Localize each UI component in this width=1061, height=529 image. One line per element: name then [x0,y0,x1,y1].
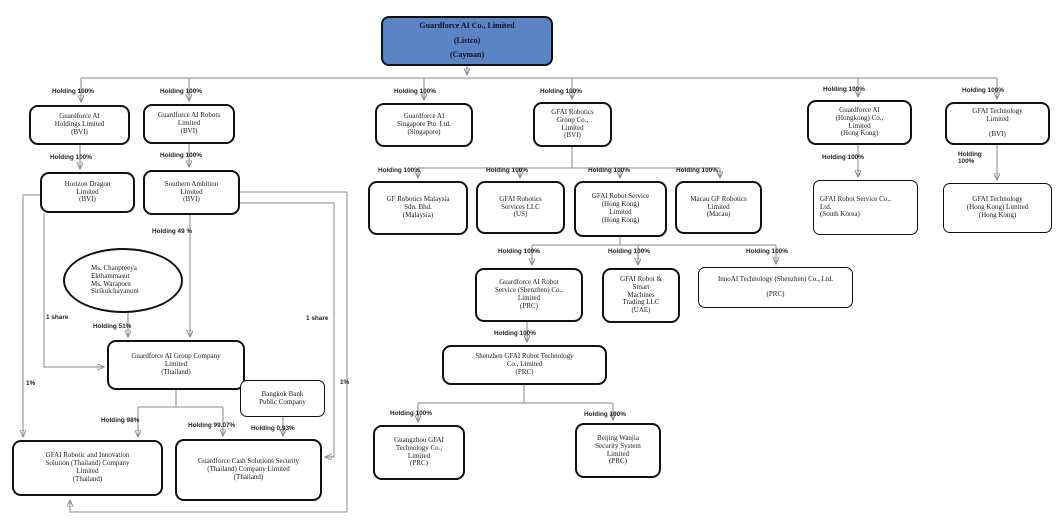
node-macau-gf-robotics: Macau GF Robotics Limited (Macau) [675,181,762,234]
node-label: GFAI Technology Limited (BVI) [972,106,1023,139]
node-label: GFAI Robot Service Co., Ltd. (South Kore… [820,194,891,219]
edge-label-holding-99-07: Holding 99.07% [188,422,236,429]
node-gfai-technology-hk: GFAI Technology (Hong Kong) Limited (Hon… [943,183,1052,233]
edge-label-one-percent: 1% [26,380,36,387]
node-southern-ambition: Southern Ambition Limited (BVI) [143,170,240,215]
node-gf-cash-solutions-thailand: Guardforce Cash Solutions Security (Thai… [175,439,322,501]
node-gfai-technology: GFAI Technology Limited (BVI) [945,102,1050,145]
edge-label-holding-100: Holding 100% [160,88,202,95]
node-gf-ai-robot-service-shenzhen: Guardforce AI Robot Service (Shenzhen) C… [475,268,583,322]
node-root-label: Guardforce AI Co., Limited (Listco) (Cay… [419,20,515,60]
node-label: Guangzhou GFAI Technology Co., Limited (… [394,435,444,468]
node-label: Southern Ambition Limited (BVI) [164,179,219,204]
node-label: Guardforce AI Singapore Pte. Ltd. (Singa… [396,112,452,136]
node-innoai-technology-shenzhen: InnoAI Technology (Shenzhen) Co., Ltd. (… [698,267,853,308]
edge-label-holding-100: Holding 100% [394,88,436,95]
node-label: GFAI Robotic and Innovation Solution (Th… [45,451,130,483]
edge-label-holding-98: Holding 98% [101,417,140,424]
node-label: GF Robotics Malaysia Sdn. Bhd. (Malaysia… [386,195,450,219]
node-guangzhou-gfai-technology: Guangzhou GFAI Technology Co., Limited (… [373,425,465,480]
edge-label-holding-49: Holding 49 % [152,228,193,235]
node-gfai-robot-service-hk: GFAI Robot Service (Hong Kong) Limited (… [574,181,667,237]
node-gfai-robotics-group: GFAI Robotics Group Co., Limited (BVI) [533,102,612,147]
edge-label-holding-100: Holding 100% [823,86,865,93]
edge-label-one-share: 1 share [306,315,329,322]
edge-label-holding-100: Holding 100% [822,154,864,161]
node-label: GFAI Robotics Group Co., Limited (BVI) [551,107,594,140]
node-horizon-dragon: Horizon Dragon Limited (BVI) [40,172,135,213]
node-gfai-robotic-innovation-thailand: GFAI Robotic and Innovation Solution (Th… [12,440,163,496]
edge-label-holding-100: Holding 100% [540,88,582,95]
node-gf-robotics-malaysia: GF Robotics Malaysia Sdn. Bhd. (Malaysia… [368,181,468,235]
edge-label-holding-100: Holding 100% [962,87,1004,94]
node-gfai-robot-smart-machines-uae: GFAI Robot & Smart Machines Trading LLC … [602,268,680,323]
node-label: Guardforce AI Robot Service (Shenzhen) C… [494,278,564,310]
edge-label-holding-0-93: Holding 0.93% [251,425,295,432]
edge-label-holding-100: Holding 100% [160,152,202,159]
edge-label-holding-100: Holding 100% [50,154,92,161]
edge-label-holding-100: Holding 100% [52,88,94,95]
node-label: Guardforce AI Group Company Limited (Tha… [131,352,221,376]
connector-rails [81,77,997,408]
edge-label-holding-100: Holding 100% [584,411,626,418]
node-label: Guardforce AI Holdings Limited (BVI) [54,112,105,136]
node-label: Shenzhen GFAI Robot Technology Co., Limi… [475,352,574,376]
edge-label-holding-100: Holding 100% [390,410,432,417]
node-label: Guardforce Cash Solutions Security (Thai… [198,457,299,481]
node-gf-ai-holdings: Guardforce AI Holdings Limited (BVI) [29,105,130,145]
node-gf-ai-hongkong: Guardforce AI (Hongkong) Co., Limited (H… [807,100,912,145]
edge-label-holding-100-two-line: Holding 100% [958,151,982,166]
node-label: InnoAI Technology (Shenzhen) Co., Ltd. (… [717,274,834,299]
node-label: Macau GF Robotics Limited (Macau) [690,194,747,219]
edge-label-holding-100: Holding 100% [746,248,788,255]
edge-label-holding-100: Holding 100% [486,167,528,174]
edge-label-holding-100: Holding 100% [676,167,718,174]
edge-label-holding-51: Holding 51% [93,323,132,330]
node-label: Bangkok Bank Public Company [259,389,306,406]
node-bangkok-bank: Bangkok Bank Public Company [240,380,325,417]
node-label: GFAI Robot Service (Hong Kong) Limited (… [591,192,650,224]
node-beijing-wanjia: Beijing Wanjia Security System Limited (… [575,423,661,478]
node-gf-ai-group-thailand: Guardforce AI Group Company Limited (Tha… [107,340,245,390]
edge-label-holding-100: Holding 100% [494,330,536,337]
node-label: GFAI Robotics Services LLC (US) [499,194,542,219]
node-label: GFAI Robot & Smart Machines Trading LLC … [620,274,662,315]
node-label: Beijing Wanjia Security System Limited (… [595,433,641,466]
edge-label-holding-100: Holding 100% [588,167,630,174]
node-gf-ai-robots: Guardforce AI Robots Limited (BVI) [143,104,235,144]
node-label: GFAI Technology (Hong Kong) Limited (Hon… [966,195,1029,219]
node-shareholders-ellipse: Ms. Chanpreeya Ekthammasut Ms. Waraporn … [63,248,183,313]
node-shenzhen-gfai-robot-technology: Shenzhen GFAI Robot Technology Co., Limi… [442,345,607,385]
edge-label-holding-100: Holding 100% [378,167,420,174]
node-label: Guardforce AI (Hongkong) Co., Limited (H… [835,105,884,138]
connector-arrows [23,66,997,513]
edge-label-holding-100: Holding 100% [608,248,650,255]
node-root: Guardforce AI Co., Limited (Listco) (Cay… [381,16,553,66]
node-gfai-robotics-services-us: GFAI Robotics Services LLC (US) [476,181,565,234]
edge-label-holding-100: Holding 100% [498,248,540,255]
node-gfai-robot-service-korea: GFAI Robot Service Co., Ltd. (South Kore… [813,180,918,235]
edge-label-one-percent: 1% [340,379,350,386]
node-label: Ms. Chanpreeya Ekthammasut Ms. Waraporn … [91,263,139,296]
edge-label-one-share: 1 share [46,314,69,321]
node-label: Guardforce AI Robots Limited (BVI) [157,111,221,135]
node-label: Horizon Dragon Limited (BVI) [64,179,111,204]
node-gf-ai-singapore: Guardforce AI Singapore Pte. Ltd. (Singa… [375,103,473,147]
